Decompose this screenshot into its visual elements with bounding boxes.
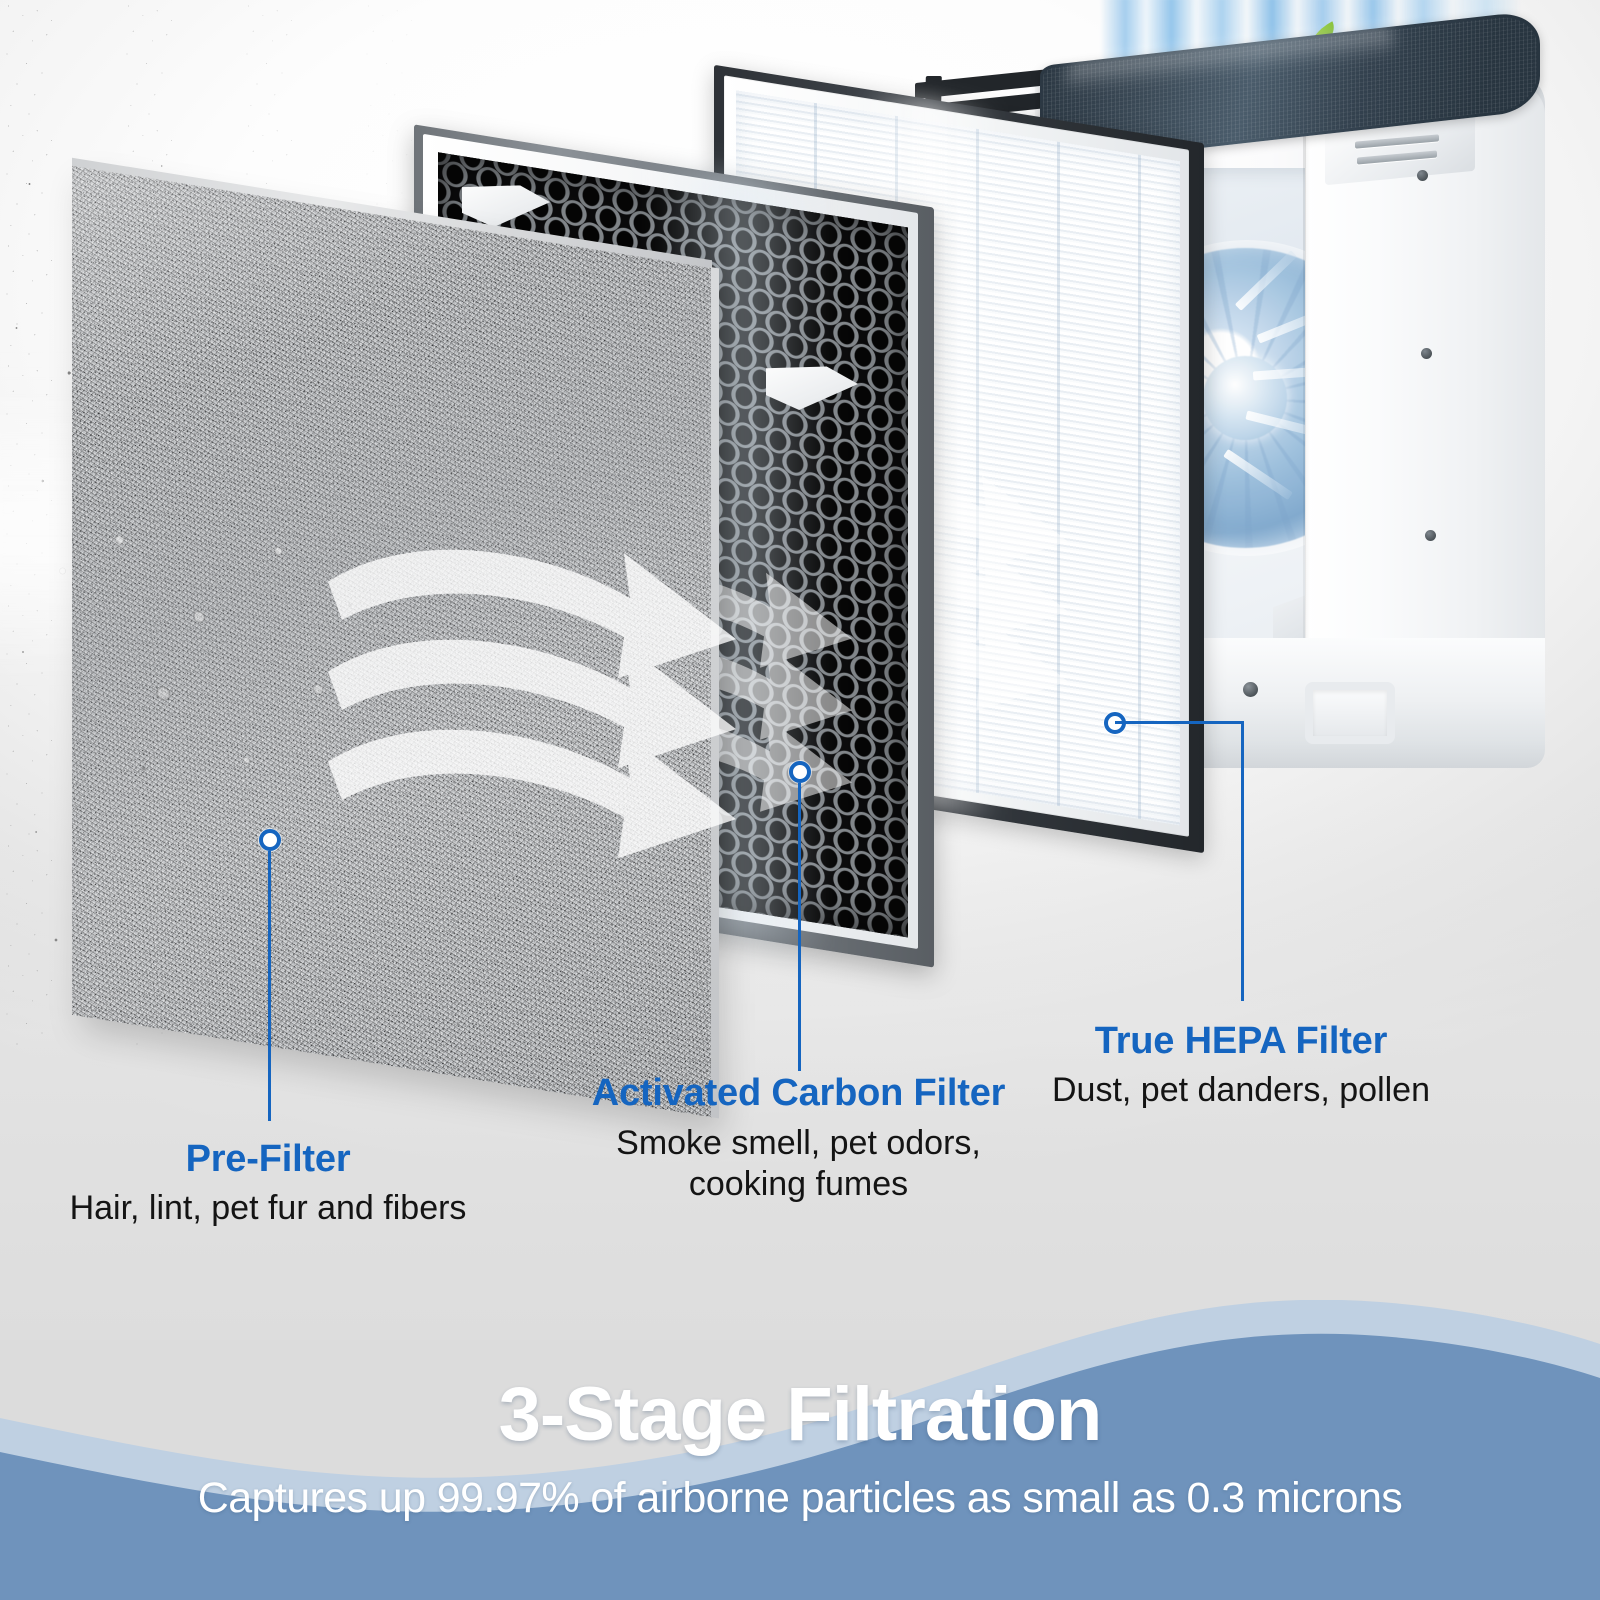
label-desc-line-2: cooking fumes (688, 1165, 909, 1204)
label-desc-activated-carbon-filter: Smoke smell, pet odors, cooking fumes (546, 1123, 1051, 1206)
housing-screw (1421, 348, 1432, 359)
label-title-true-hepa-filter: True HEPA Filter (1094, 1020, 1388, 1062)
housing-screw (1425, 530, 1436, 541)
callout-dot-icon[interactable] (789, 761, 811, 783)
label-activated-carbon-filter: Activated Carbon Filter Smoke smell, pet… (546, 1072, 1051, 1206)
label-pre-filter: Pre-Filter Hair, lint, pet fur and fiber… (0, 1138, 536, 1228)
housing-screw (1417, 170, 1428, 181)
label-desc-true-hepa-filter: Dust, pet danders, pollen (1051, 1071, 1431, 1109)
label-desc-line-1: Smoke smell, pet odors, (616, 1124, 981, 1162)
pre-filter-panel (72, 157, 736, 1119)
banner-text-block: 3-Stage Filtration Captures up 99.97% of… (0, 1300, 1600, 1600)
callout-stem (1115, 721, 1243, 724)
banner-subtitle: Captures up 99.97% of airborne particles… (197, 1474, 1403, 1523)
purifier-base-hole (1243, 682, 1258, 697)
purifier-base-notch (1305, 682, 1395, 744)
callout-dot-icon[interactable] (259, 829, 281, 851)
callout-stem (798, 783, 801, 1071)
banner-wave-main (0, 1333, 1600, 1600)
airflow-arrow-icon (328, 549, 736, 859)
callout-stem (268, 851, 271, 1121)
callout-stem (1241, 721, 1244, 1001)
label-title-pre-filter: Pre-Filter (185, 1138, 351, 1180)
label-title-activated-carbon-filter: Activated Carbon Filter (591, 1072, 1006, 1114)
purifier-side-panel (1303, 84, 1545, 736)
bottom-banner: 3-Stage Filtration Captures up 99.97% of… (0, 1180, 1600, 1600)
label-true-hepa-filter: True HEPA Filter Dust, pet danders, poll… (1046, 1020, 1436, 1110)
label-desc-pre-filter: Hair, lint, pet fur and fibers (69, 1189, 467, 1227)
banner-title: 3-Stage Filtration (498, 1372, 1103, 1458)
